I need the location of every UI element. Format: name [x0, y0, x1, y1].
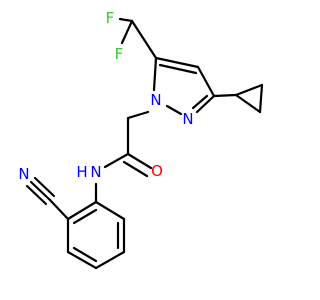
background — [0, 0, 300, 300]
bond-n2-n1 — [165, 104, 183, 116]
bond-n1-c5 — [152, 56, 158, 92]
atom-label-f-upper: F — [106, 9, 115, 27]
atom-label-f-lower: F — [115, 45, 124, 63]
bond-co-o-double — [122, 160, 149, 178]
atom-label-h-amide: H — [76, 163, 87, 181]
bond-ar-3-4 — [94, 250, 126, 270]
bond-ar-1-2 — [94, 200, 126, 221]
atom-labels: F F N N N N H O — [18, 9, 193, 183]
bond-c5-c4-double — [158, 63, 198, 75]
bond-ar-4-5 — [66, 250, 98, 270]
bonds — [25, 17, 264, 270]
bond-co-o — [126, 152, 153, 170]
bond-c3-n2-double — [191, 94, 209, 110]
bond-cn-triple-b — [33, 176, 56, 198]
bond-cn-triple-a — [29, 180, 52, 202]
atom-label-n-pyrazole-2: N — [182, 110, 193, 128]
bond-co-n — [103, 152, 130, 169]
bond-c4-c3 — [196, 65, 216, 98]
bond-c-f-lower — [120, 19, 134, 45]
bond-c3-n2 — [195, 94, 216, 114]
molecule-diagram: F F N N N N H O — [0, 0, 300, 300]
bond-ar-cn — [48, 198, 70, 221]
atom-label-o-amide: O — [151, 162, 163, 180]
bond-cp-b — [258, 83, 264, 114]
atom-label-n-amide: N — [90, 163, 101, 181]
bond-cn-triple-c — [25, 184, 48, 206]
bond-ar-6-1-inner — [72, 208, 98, 225]
atom-label-n-pyrazole-1: N — [150, 91, 161, 109]
bond-chf2-c5 — [130, 19, 158, 60]
bond-cp-c — [234, 93, 262, 114]
bond-c5-c4 — [154, 56, 200, 69]
bond-n1-ch2 — [126, 110, 150, 120]
bond-c3-cp — [212, 93, 238, 98]
bond-ar-6-1 — [66, 200, 98, 221]
atom-label-n-cyano: N — [18, 165, 29, 183]
bond-cp-a — [234, 83, 264, 97]
bond-ar-4-5-inner — [72, 246, 98, 263]
bond-c-f-upper — [118, 17, 134, 23]
